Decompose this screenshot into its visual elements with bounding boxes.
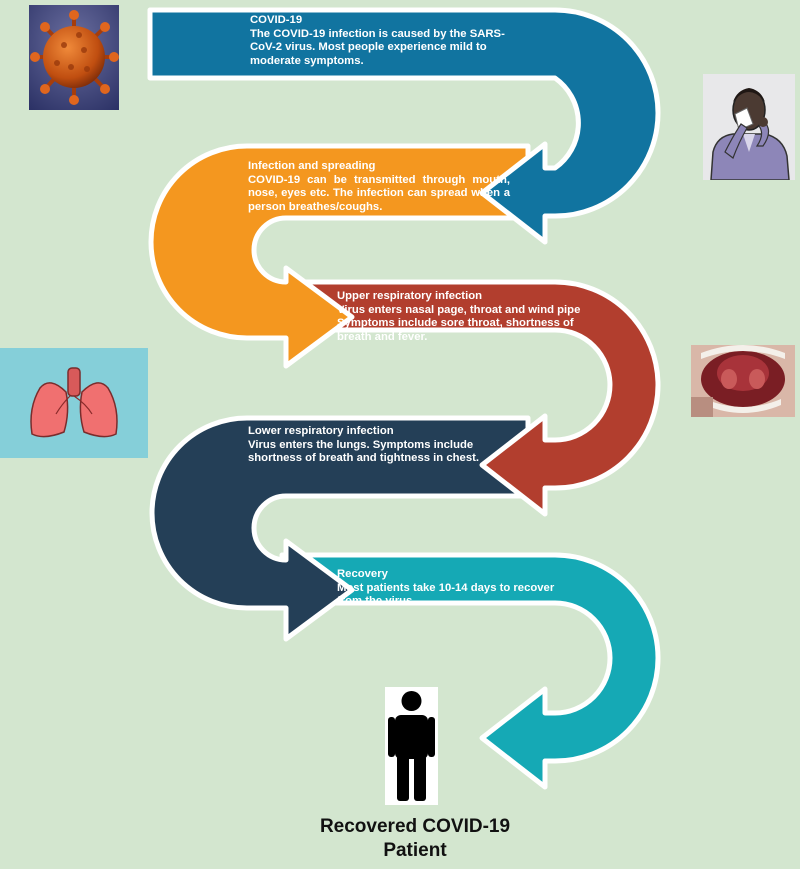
stage-description: Most patients take 10-14 days to recover…: [337, 581, 555, 608]
arrow-lower: [149, 415, 531, 642]
stage-lower-respiratory: Lower respiratory infection Virus enters…: [248, 425, 513, 466]
caption-line-1: Recovered COVID-19: [319, 816, 511, 837]
arrow-recovery: [279, 552, 661, 790]
lungs-icon: [0, 348, 148, 458]
stage-recovery: Recovery Most patients take 10-14 days t…: [337, 568, 582, 609]
arrow-covid: [147, 7, 661, 245]
stage-description: Virus enters the lungs. Symptoms include…: [248, 438, 479, 465]
stage-title: COVID-19: [250, 14, 303, 26]
person-silhouette-icon: [385, 687, 438, 805]
stage-covid: COVID-19 The COVID-19 infection is cause…: [250, 14, 512, 68]
sneezing-person-icon: [703, 74, 795, 180]
arrow-upper: [279, 279, 661, 517]
stage-infection: Infection and spreading COVID-19 can be …: [248, 160, 510, 214]
stage-title: Recovery: [337, 568, 388, 580]
caption: Recovered COVID-19 Patient: [280, 815, 550, 863]
stage-upper-respiratory: Upper respiratory infection Virus enters…: [337, 290, 582, 344]
sore-throat-icon: [691, 345, 795, 417]
coronavirus-particle-icon: [29, 5, 119, 110]
stage-description: COVID-19 can be transmitted through mout…: [248, 173, 510, 213]
stage-title: Upper respiratory infection: [337, 290, 483, 302]
stage-description: The COVID-19 infection is caused by the …: [250, 27, 505, 67]
stage-title: Lower respiratory infection: [248, 425, 394, 437]
arrow-infection: [148, 143, 531, 369]
stage-description: Virus enters nasal page, throat and wind…: [337, 303, 581, 343]
caption-line-2: Patient: [383, 840, 447, 861]
stage-title: Infection and spreading: [248, 160, 376, 172]
